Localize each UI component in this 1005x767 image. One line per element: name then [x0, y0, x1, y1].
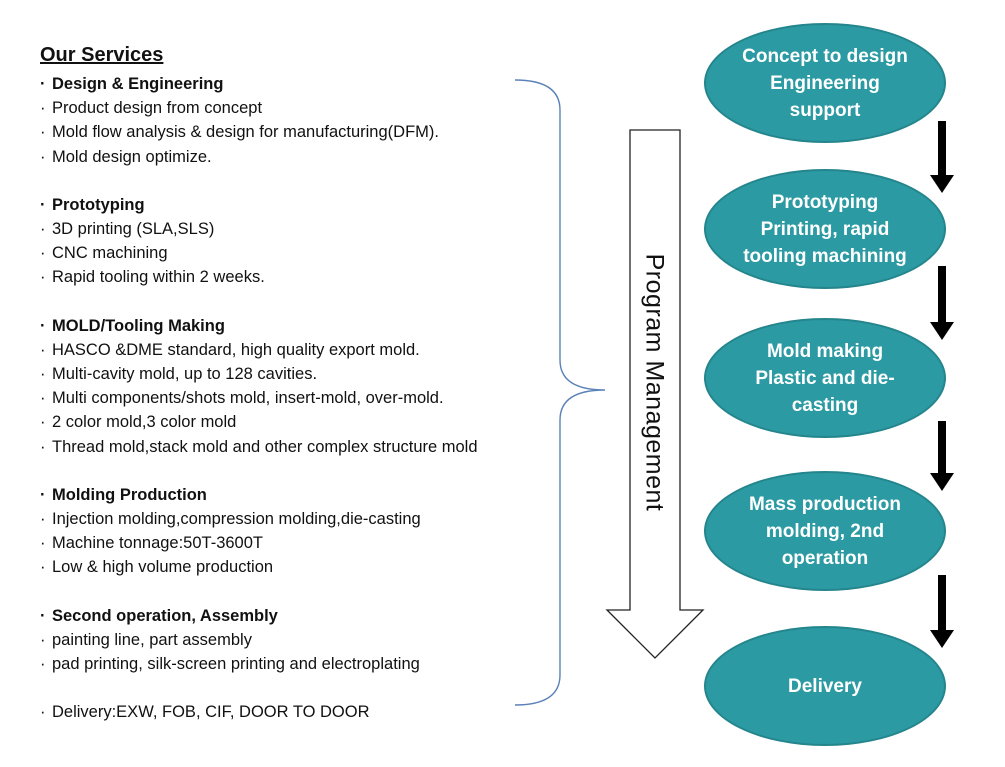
list-item: ·Rapid tooling within 2 weeks. — [40, 268, 265, 287]
curly-brace — [514, 79, 606, 706]
section-design-engineering: ·Design & Engineering ·Product design fr… — [40, 72, 560, 169]
services-list: Our Services ·Design & Engineering ·Prod… — [40, 42, 560, 724]
list-item: ·Mold design optimize. — [40, 147, 212, 166]
list-item: ·pad printing, silk-screen printing and … — [40, 655, 420, 674]
section-second-operation: ·Second operation, Assembly ·painting li… — [40, 604, 560, 677]
section-mold-tooling: ·MOLD/Tooling Making ·HASCO &DME standar… — [40, 314, 560, 459]
program-management-label: Program Management — [640, 253, 669, 511]
list-item: ·Multi-cavity mold, up to 128 cavities. — [40, 365, 318, 384]
flow-node-concept-design: Concept to design Engineering support — [704, 23, 946, 143]
section-heading: ·Prototyping — [40, 195, 145, 214]
program-management-arrow — [605, 129, 705, 659]
flow-node-delivery: Delivery — [704, 626, 946, 746]
flow-node-mass-production: Mass production molding, 2nd operation — [704, 471, 946, 591]
section-molding-production: ·Molding Production ·Injection molding,c… — [40, 483, 560, 580]
flow-arrow — [930, 266, 954, 340]
flow-arrow — [930, 421, 954, 491]
list-item: ·Injection molding,compression molding,d… — [40, 510, 421, 529]
list-item: ·Low & high volume production — [40, 558, 274, 577]
list-item: ·Multi components/shots mold, insert-mol… — [40, 389, 444, 408]
section-heading: ·MOLD/Tooling Making — [40, 316, 225, 335]
list-item: ·Thread mold,stack mold and other comple… — [40, 437, 478, 456]
list-item: ·painting line, part assembly — [40, 630, 252, 649]
section-prototyping: ·Prototyping ·3D printing (SLA,SLS) ·CNC… — [40, 193, 560, 290]
section-heading: ·Second operation, Assembly — [40, 606, 278, 625]
flow-node-mold-making: Mold making Plastic and die- casting — [704, 318, 946, 438]
section-heading: ·Design & Engineering — [40, 75, 224, 93]
flow-node-prototyping: Prototyping Printing, rapid tooling mach… — [704, 169, 946, 289]
services-title: Our Services — [40, 44, 164, 66]
list-item: ·Product design from concept — [40, 99, 263, 118]
delivery-terms: ·Delivery:EXW, FOB, CIF, DOOR TO DOOR — [40, 703, 370, 722]
flow-arrow — [930, 575, 954, 648]
list-item: ·CNC machining — [40, 244, 168, 263]
list-item: ·2 color mold,3 color mold — [40, 413, 237, 432]
list-item: ·HASCO &DME standard, high quality expor… — [40, 340, 420, 359]
list-item: ·3D printing (SLA,SLS) — [40, 220, 215, 239]
section-heading: ·Molding Production — [40, 485, 207, 504]
list-item: ·Mold flow analysis & design for manufac… — [40, 123, 439, 142]
list-item: ·Machine tonnage:50T-3600T — [40, 534, 263, 553]
flow-arrow — [930, 121, 954, 193]
